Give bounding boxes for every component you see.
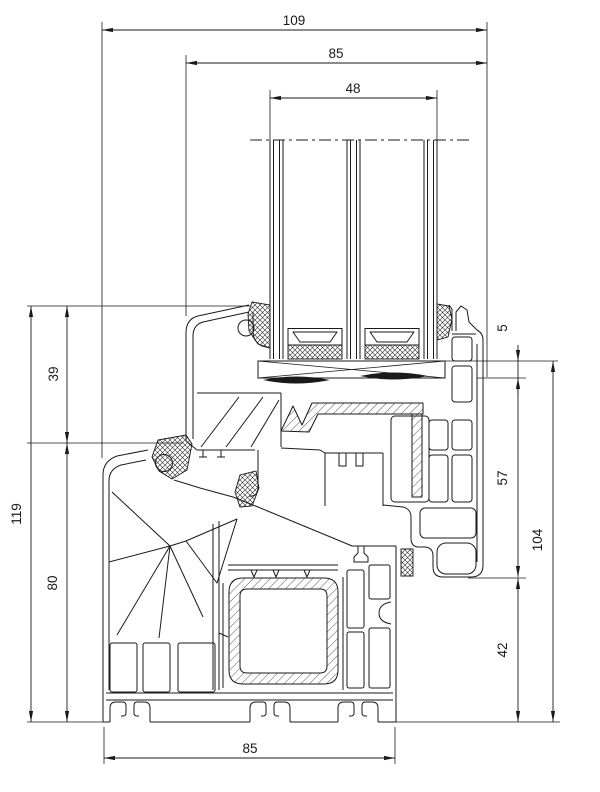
dim-label-42: 42 xyxy=(495,642,510,657)
frame-steel-square-tube xyxy=(228,577,339,685)
dim-label-5: 5 xyxy=(495,324,510,332)
frame-rebate-slope xyxy=(173,479,353,547)
dim-label-109: 109 xyxy=(283,13,306,28)
extension-lines xyxy=(27,22,560,764)
sash-profile xyxy=(185,304,484,578)
dim-label-85-top: 85 xyxy=(328,46,343,61)
frame-chamber-webs xyxy=(108,491,238,639)
dim-label-39: 39 xyxy=(46,366,61,381)
glazing-bridge xyxy=(257,360,446,384)
dim-label-104: 104 xyxy=(530,528,545,551)
dim-42: 42 xyxy=(495,578,521,722)
glass-pane-outer xyxy=(269,140,284,359)
sash-chambers xyxy=(390,336,477,575)
dim-label-57: 57 xyxy=(495,470,510,485)
screw-channel xyxy=(378,601,392,625)
glazing-unit xyxy=(250,139,470,384)
frame-chambers-right xyxy=(346,564,392,689)
frame-centre-seal xyxy=(234,470,260,508)
dim-39: 39 xyxy=(46,306,70,443)
sash-steel-reinforcement xyxy=(280,402,424,498)
dim-85-top: 85 xyxy=(186,46,487,66)
glazing-gasket-outer xyxy=(247,301,271,349)
gaskets xyxy=(151,301,453,577)
dim-label-80: 80 xyxy=(45,575,60,590)
frame-inner-seal xyxy=(400,548,414,577)
glazing-gasket-inner xyxy=(436,303,453,341)
frame-inner-upstand xyxy=(352,545,396,563)
edge-seal-2 xyxy=(364,344,420,360)
sash-chamber-webs xyxy=(200,396,280,448)
dim-85-bottom: 85 xyxy=(104,741,395,761)
hardware-groove xyxy=(324,452,384,506)
dim-label-119: 119 xyxy=(9,503,24,525)
dim-5: 5 xyxy=(495,324,521,395)
dim-48: 48 xyxy=(270,81,437,101)
dim-label-48: 48 xyxy=(345,81,360,96)
frame-feet xyxy=(103,692,396,723)
sash-top-edge xyxy=(448,304,484,341)
glass-pane-middle xyxy=(346,140,361,359)
dim-label-85-bottom: 85 xyxy=(242,741,257,756)
dim-119: 119 xyxy=(9,306,34,722)
dim-109: 109 xyxy=(102,13,487,33)
edge-seal-1 xyxy=(287,344,343,360)
glass-pane-inner xyxy=(423,140,438,359)
dim-57: 57 xyxy=(495,378,521,577)
dim-80: 80 xyxy=(45,443,70,722)
dim-104: 104 xyxy=(530,361,556,722)
frame-profile xyxy=(102,449,397,723)
frame-outer-seal xyxy=(151,434,193,480)
frame-chambers-bottom xyxy=(109,642,216,693)
